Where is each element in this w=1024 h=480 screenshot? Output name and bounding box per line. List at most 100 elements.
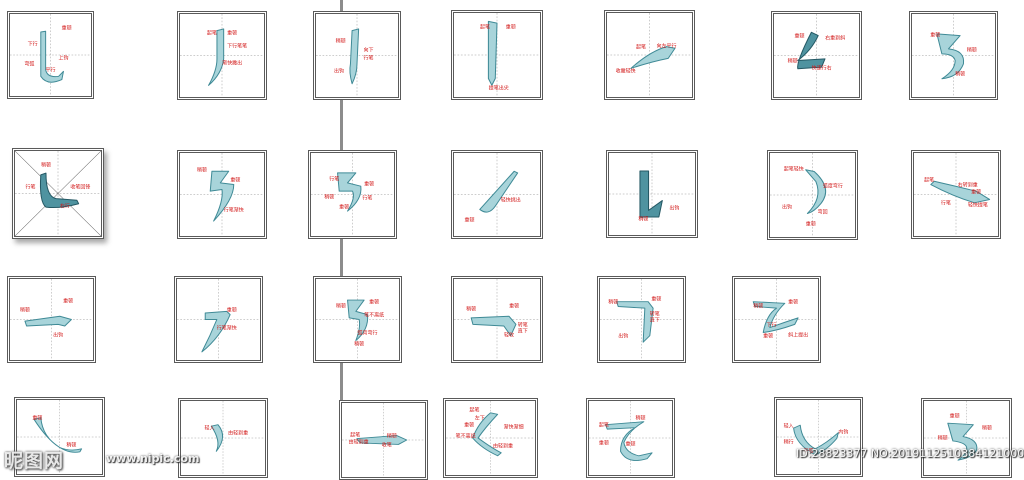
stroke-annotation-label: 出钩 (53, 332, 64, 339)
stroke-annotation-label: 轻入 (204, 425, 215, 432)
stroke-cell: 起笔重顿提笔出尖 (451, 10, 543, 100)
stroke-annotation-label: 稍行 (783, 439, 794, 446)
brush-stroke (797, 31, 826, 70)
stroke-annotation-label: 由轻到重 (348, 439, 369, 446)
stroke-annotation-label: 重顿 (464, 217, 475, 224)
stroke-cell: 重顿下行上钩弯弧平行 (7, 11, 94, 99)
stroke-cell: 轻快挑出重顿 (451, 150, 543, 239)
stroke-annotation-label: 重顿 (227, 30, 238, 37)
stroke-annotation-label: 弯回 (817, 209, 828, 216)
stroke-annotation-label: 上钩 (58, 55, 69, 62)
stroke-annotation-label: 重顿 (464, 422, 475, 429)
stroke-annotation-label: 行笔渐快 (223, 207, 244, 214)
stroke-diagram (770, 153, 855, 237)
stroke-cell: 重顿稍顿稍顿 (921, 398, 1012, 478)
stroke-annotation-label: 稍顿 (335, 303, 346, 310)
stroke-diagram (607, 13, 692, 97)
stroke-cell: 轻入由轻到重 (178, 398, 268, 478)
stroke-annotation-label: 轻快提笔 (967, 202, 988, 209)
stroke-annotation-label: 轻快挑出 (500, 197, 521, 204)
stroke-annotation-label: 重顿 (788, 299, 799, 306)
stroke-annotation-label: 下行笔笔 (227, 43, 248, 50)
stroke-annotation-label: 重顿 (230, 177, 241, 184)
brush-stroke (33, 417, 83, 453)
stroke-annotation-label: 行笔 (940, 200, 951, 207)
stroke-diagram (454, 279, 540, 360)
stroke-annotation-label: 弧度弯行 (822, 183, 843, 190)
stroke-annotation-label: 重顿 (369, 299, 380, 306)
stroke-annotation-label: 重顿 (763, 333, 774, 340)
stroke-diagram (600, 279, 683, 360)
stroke-diagram (589, 401, 672, 475)
stroke-annotation-label: 重顿 (32, 415, 43, 422)
stroke-annotation-label: 重顿 (794, 33, 805, 40)
stroke-cell: 重顿行笔渐快 (174, 276, 263, 363)
stroke-annotation-label: 出钩 (781, 204, 793, 211)
stroke-diagram (177, 279, 260, 360)
brush-stroke (793, 424, 839, 456)
stroke-annotation-label: 重顿 (598, 440, 609, 447)
brush-stroke (39, 172, 80, 209)
brush-stroke (805, 169, 827, 214)
stroke-annotation-label: 行笔 (329, 176, 340, 183)
stroke-annotation-label: 重顿 (625, 441, 636, 448)
stroke-annotation-label: 斜上提出 (788, 332, 809, 339)
brush-stroke (208, 28, 225, 86)
stroke-cell: 重顿右重到斜稍顿快速行右 (771, 11, 862, 100)
stroke-annotation-label: 出钩 (669, 205, 680, 212)
watermark-logo: 昵图网 (4, 450, 65, 472)
stroke-annotation-label: 稍顿 (635, 415, 646, 422)
watermark-url: www.nipic.com (106, 452, 200, 465)
stroke-cell: 起笔轻快弧度弯行出钩弯回重顿 (767, 150, 858, 240)
stroke-annotation-label: 稍顿 (966, 47, 977, 54)
brush-stroke (24, 315, 72, 327)
brush-stroke (349, 28, 360, 85)
stroke-annotation-label: 轻入 (783, 423, 794, 430)
stroke-annotation-label: 笔不离纸 (455, 433, 476, 440)
brush-stroke (487, 20, 498, 86)
stroke-diagram (17, 400, 102, 474)
stroke-annotation-label: 弧背弯行 (357, 330, 378, 337)
watermark-id: ID:28823377 NO:20191125103841210000 (796, 447, 1024, 460)
stroke-annotation-label: 重顿 (226, 307, 237, 314)
stroke-diagram (735, 279, 818, 360)
stroke-diagram (316, 279, 399, 360)
stroke-diagram (924, 401, 1009, 475)
stroke-annotation-label: 平行 (45, 67, 56, 74)
stroke-annotation-label: 右转到重 (957, 182, 978, 189)
brush-stroke (356, 435, 408, 445)
stroke-annotation-label: 行笔渐快 (216, 325, 237, 332)
stroke-annotation-label: 平弧 (803, 448, 814, 455)
stroke-annotation-label: 快速行右 (811, 65, 832, 72)
brush-stroke (337, 172, 362, 212)
stroke-annotation-label: 起笔 (350, 432, 361, 439)
stroke-annotation-label: 起笔 (924, 177, 935, 184)
stroke-diagram (316, 14, 398, 97)
stroke-annotation-label: 收撇轻快 (615, 68, 636, 75)
stroke-annotation-label: 稍顿 (638, 216, 649, 223)
stroke-cell: 起笔右转到重重顿行笔轻快提笔 (911, 150, 1001, 239)
stroke-annotation-label: 稍顿 (955, 71, 966, 78)
stroke-cell: 行笔重顿稍顿行笔重顿 (308, 150, 397, 239)
stroke-cell: 轻入稍行内钩平弧 (774, 397, 863, 477)
stroke-cell: 起笔左下重顿渐快渐细笔不离纸由轻到重 (443, 398, 538, 478)
stroke-diagram (777, 400, 860, 474)
stroke-annotation-label: 稍顿 (981, 425, 992, 432)
stroke-diagram (609, 153, 695, 235)
stroke-annotation-label: 重顿 (805, 221, 816, 228)
brush-stroke (930, 180, 991, 204)
stroke-annotation-label: 收笔 (381, 442, 392, 449)
stroke-diagram (912, 14, 995, 97)
stroke-annotation-label: 左下 (474, 415, 485, 422)
stroke-annotation-label: 笔不离纸 (364, 312, 385, 319)
stroke-cell: 稍顿向下行笔出钩 (313, 11, 401, 100)
stroke-annotation-label: 渐快渐细 (503, 424, 524, 431)
brush-stroke (209, 170, 235, 222)
stroke-annotation-label: 重顿 (930, 32, 941, 39)
stroke-annotation-label: 重顿 (505, 24, 516, 31)
stroke-annotation-label: 稍顿 (753, 303, 764, 310)
stroke-annotation-label: 稍顿 (608, 299, 619, 306)
stroke-annotation-label: 稍顿 (196, 167, 207, 174)
stroke-annotation-label: 稍顿 (466, 306, 477, 313)
stroke-diagram (311, 153, 394, 236)
